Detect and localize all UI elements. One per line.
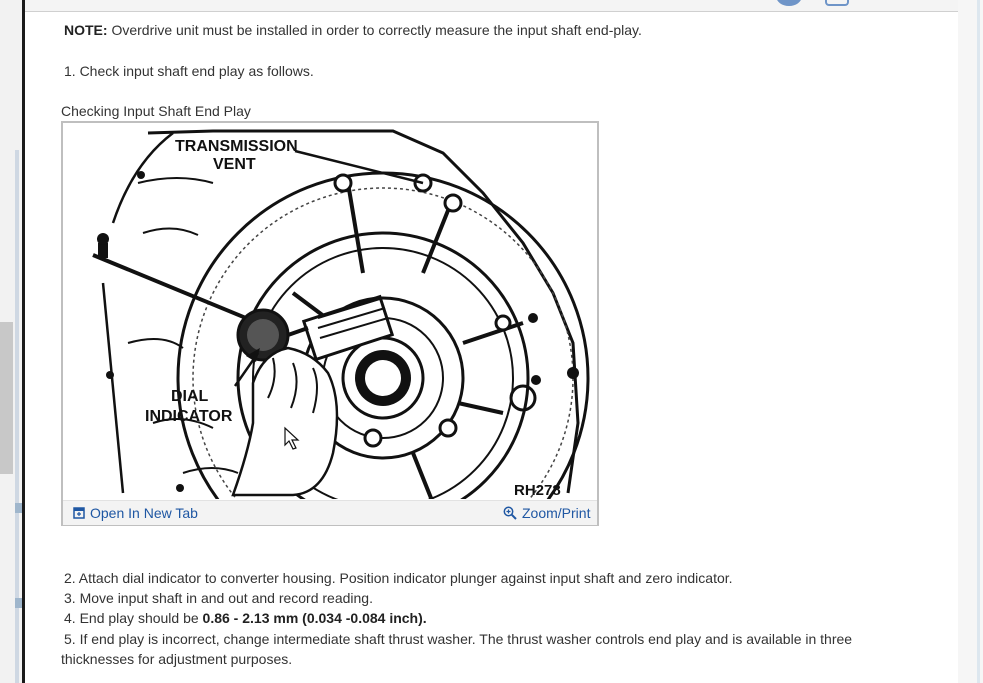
toolbar-icon[interactable] bbox=[825, 0, 849, 6]
open-new-tab-label: Open In New Tab bbox=[90, 505, 198, 521]
hand-cursor-icon bbox=[284, 426, 300, 450]
left-divider bbox=[22, 0, 25, 683]
step-4: 4. End play should be 0.86 - 2.13 mm (0.… bbox=[64, 609, 427, 627]
label-indicator: INDICATOR bbox=[145, 408, 233, 425]
note-paragraph: NOTE: Overdrive unit must be installed i… bbox=[64, 21, 642, 39]
zoom-print-link[interactable]: Zoom/Print bbox=[503, 505, 590, 523]
figure-footer: Open In New Tab Zoom/Print bbox=[63, 500, 597, 525]
left-accent-strip bbox=[15, 150, 19, 683]
note-label: NOTE: bbox=[64, 22, 108, 38]
note-text: Overdrive unit must be installed in orde… bbox=[107, 22, 642, 38]
dial-indicator-illustration: TRANSMISSION VENT DIAL INDICATOR RH278 bbox=[92, 129, 590, 499]
document-panel: NOTE: Overdrive unit must be installed i… bbox=[25, 0, 958, 683]
step-3: 3. Move input shaft in and out and recor… bbox=[64, 590, 373, 606]
label-transmission: TRANSMISSION bbox=[175, 138, 298, 155]
magnifier-plus-icon bbox=[503, 506, 517, 523]
left-marker bbox=[15, 503, 23, 513]
external-window-icon bbox=[73, 506, 85, 522]
right-rail-accent bbox=[977, 0, 980, 683]
label-dial: DIAL bbox=[171, 388, 209, 405]
user-avatar-icon[interactable] bbox=[776, 0, 802, 6]
figure-caption: Checking Input Shaft End Play bbox=[61, 103, 251, 119]
open-new-tab-link[interactable]: Open In New Tab bbox=[73, 505, 198, 522]
label-vent: VENT bbox=[213, 156, 256, 173]
end-play-spec: 0.86 - 2.13 mm (0.034 -0.084 inch). bbox=[202, 610, 427, 626]
left-marker bbox=[15, 598, 23, 608]
step-2: 2. Attach dial indicator to converter ho… bbox=[64, 570, 733, 586]
top-toolbar bbox=[25, 0, 958, 12]
step-5-line-2: thicknesses for adjustment purposes. bbox=[61, 651, 293, 667]
step-4-prefix: 4. End play should be bbox=[64, 610, 203, 626]
zoom-print-label: Zoom/Print bbox=[522, 505, 591, 521]
figure-container: TRANSMISSION VENT DIAL INDICATOR RH278 O… bbox=[61, 121, 599, 526]
figure-code: RH278 bbox=[514, 482, 561, 499]
step-1: 1. Check input shaft end play as follows… bbox=[64, 63, 314, 79]
left-scrollbar-thumb[interactable] bbox=[0, 322, 13, 474]
step-5-line-1: 5. If end play is incorrect, change inte… bbox=[64, 631, 853, 647]
